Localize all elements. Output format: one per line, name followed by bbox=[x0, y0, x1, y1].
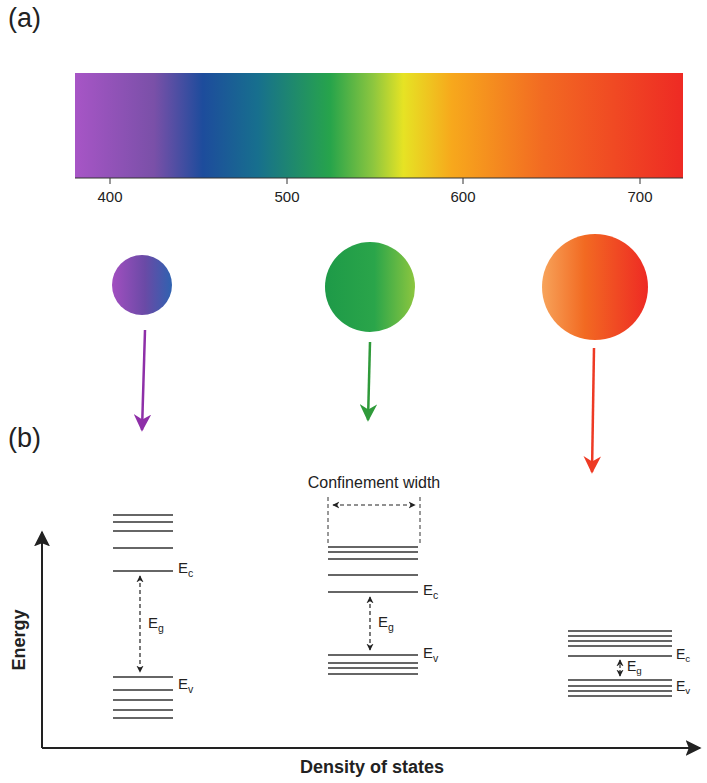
band-edge-label: Ev bbox=[676, 679, 690, 694]
energy-levels bbox=[568, 631, 672, 696]
panel-label: (a) bbox=[8, 4, 41, 34]
energy-levels bbox=[328, 547, 418, 674]
confinement-bracket bbox=[328, 497, 420, 545]
band-gap-arrow bbox=[139, 576, 140, 672]
tick-label: 400 bbox=[97, 189, 122, 206]
band-edge-label: Ec bbox=[178, 560, 193, 577]
confinement-arrow bbox=[333, 504, 415, 505]
dos-axis bbox=[42, 747, 700, 749]
energy-axis bbox=[41, 532, 43, 748]
tick-label: 700 bbox=[627, 189, 652, 206]
band-edge-label: Ec bbox=[423, 582, 438, 599]
band-gap-label: Eg bbox=[378, 614, 394, 631]
band-edge-label: Ev bbox=[423, 645, 438, 662]
band-gap-label: Eg bbox=[627, 659, 642, 674]
tick-label: 600 bbox=[450, 189, 475, 206]
tick-label: 500 bbox=[274, 189, 299, 206]
arrow bbox=[142, 330, 145, 430]
energy-levels bbox=[113, 515, 173, 718]
panel-label: (b) bbox=[8, 424, 41, 454]
band-gap-arrow bbox=[369, 597, 370, 650]
arrow bbox=[592, 348, 594, 472]
band-edge-label: Ec bbox=[676, 647, 690, 662]
quantum-dot-large bbox=[542, 234, 648, 340]
spectrum-bar bbox=[75, 73, 683, 178]
band-edge-label: Ev bbox=[178, 676, 193, 693]
band-gap-label: Eg bbox=[148, 615, 164, 632]
axis-title: Density of states bbox=[300, 758, 444, 778]
spectrum-axis bbox=[75, 178, 683, 184]
quantum-dot-medium bbox=[325, 242, 415, 332]
arrow bbox=[368, 342, 370, 420]
band-gap-arrow bbox=[619, 660, 620, 676]
axis-title: Energy bbox=[10, 609, 30, 670]
quantum-dot-small bbox=[112, 255, 172, 315]
annotation: Confinement width bbox=[308, 474, 441, 492]
